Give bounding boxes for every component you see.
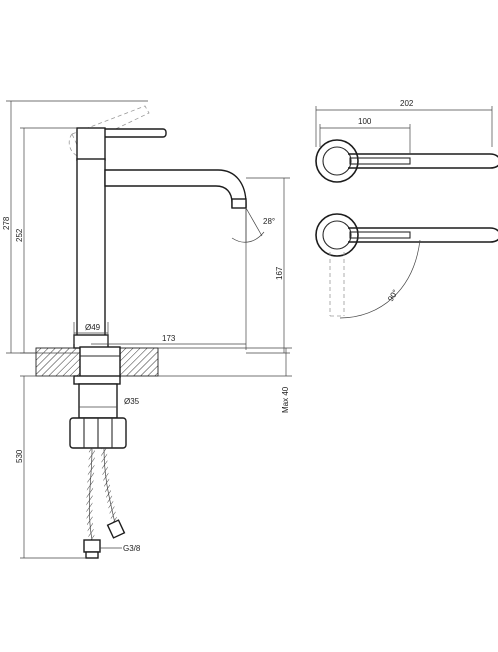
aerator <box>231 198 247 209</box>
connection-label: G3/8 <box>123 544 141 553</box>
rotation-angle-label: 90° <box>386 288 400 303</box>
hose-right <box>101 447 119 529</box>
spout-height-label: 167 <box>275 266 284 280</box>
total-height-label: 278 <box>2 216 11 230</box>
top-view-lever <box>348 153 498 169</box>
rotated-view-ring-inner <box>322 220 352 250</box>
top-view-ring-inner <box>322 146 352 176</box>
lever-length-label: 202 <box>400 99 414 108</box>
thread-diameter-label: Ø35 <box>124 397 140 406</box>
top-view-ring-outer <box>315 139 359 183</box>
cartridge-head <box>76 127 106 161</box>
hose-length-label: 530 <box>15 449 24 463</box>
lever-inner-label: 100 <box>358 117 372 126</box>
base-ring <box>73 334 109 349</box>
max-thickness-label: Max 40 <box>281 386 290 413</box>
top-view: 90° 202 100 <box>315 99 498 319</box>
threaded-shank <box>79 346 121 378</box>
body-height-label: 252 <box>15 228 24 242</box>
side-view: 28° 278 252 <box>2 100 292 559</box>
faucet-body <box>76 158 106 338</box>
rotation-arc <box>339 239 421 319</box>
lever-handle <box>95 128 167 138</box>
lever-raised-ghost <box>71 105 150 148</box>
base-diameter-label: Ø49 <box>85 323 101 332</box>
spout-angle-label: 28° <box>263 217 275 226</box>
spout <box>104 169 247 208</box>
washer <box>73 375 121 385</box>
fitting-right <box>106 519 126 539</box>
rotated-view-ring-outer <box>315 213 359 257</box>
spout-reach-label: 173 <box>162 334 176 343</box>
rotated-view-lever <box>348 227 498 243</box>
fitting-left <box>83 539 101 553</box>
